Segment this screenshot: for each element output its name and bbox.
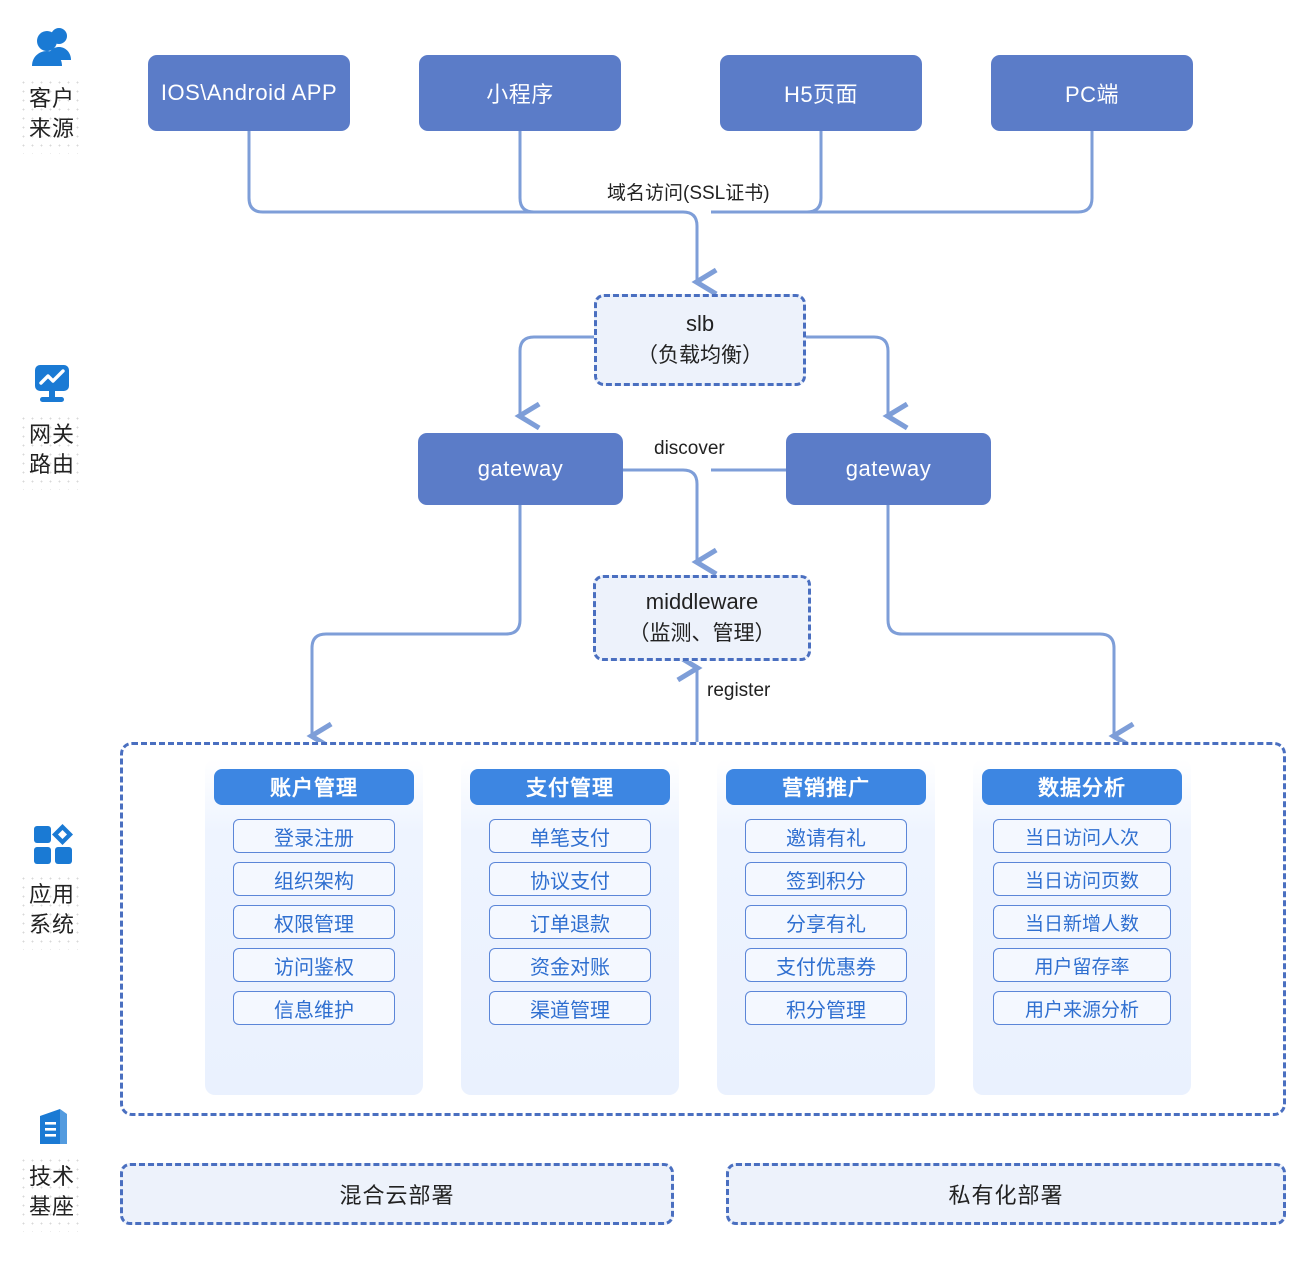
slb-title: slb (685, 311, 715, 336)
app-item[interactable]: 支付优惠券 (745, 948, 907, 982)
rail-label: 应用 系统 (18, 874, 85, 950)
app-column-payment: 支付管理 单笔支付 协议支付 订单退款 资金对账 渠道管理 (461, 759, 679, 1095)
app-item[interactable]: 访问鉴权 (233, 948, 395, 982)
middleware-title: middleware (645, 589, 759, 614)
client-box-pc[interactable]: PC端 (991, 55, 1193, 131)
app-item[interactable]: 渠道管理 (489, 991, 651, 1025)
people-icon (32, 28, 71, 66)
app-item[interactable]: 订单退款 (489, 905, 651, 939)
rail-item-customer-source: 客户 来源 (6, 22, 98, 154)
gateway-node-left[interactable]: gateway (418, 433, 623, 505)
app-item[interactable]: 分享有礼 (745, 905, 907, 939)
edge-label-domain-access: 域名访问(SSL证书) (607, 183, 770, 204)
client-box-ios-android-app[interactable]: IOS\Android APP (148, 55, 350, 131)
app-item[interactable]: 信息维护 (233, 991, 395, 1025)
app-item[interactable]: 资金对账 (489, 948, 651, 982)
app-column-header[interactable]: 营销推广 (726, 769, 926, 805)
gateway-node-right[interactable]: gateway (786, 433, 991, 505)
app-item[interactable]: 登录注册 (233, 819, 395, 853)
edge-label-register: register (707, 680, 771, 701)
app-column-marketing: 营销推广 邀请有礼 签到积分 分享有礼 支付优惠券 积分管理 (717, 759, 935, 1095)
app-column-header[interactable]: 账户管理 (214, 769, 414, 805)
app-column-header[interactable]: 支付管理 (470, 769, 670, 805)
monitor-chart-icon (35, 365, 69, 402)
app-item[interactable]: 组织架构 (233, 862, 395, 896)
app-grid-icon (34, 824, 73, 864)
app-item[interactable]: 签到积分 (745, 862, 907, 896)
deployment-box-hybrid-cloud[interactable]: 混合云部署 (120, 1163, 674, 1225)
middleware-node[interactable]: middleware （监测、管理） (593, 575, 811, 661)
rail-label: 客户 来源 (18, 78, 85, 154)
app-item[interactable]: 当日访问页数 (993, 862, 1171, 896)
client-box-miniprogram[interactable]: 小程序 (419, 55, 621, 131)
app-column-items: 邀请有礼 签到积分 分享有礼 支付优惠券 积分管理 (717, 819, 935, 1025)
rail-item-gateway-route: 网关 路由 (6, 358, 98, 490)
app-item[interactable]: 权限管理 (233, 905, 395, 939)
app-item[interactable]: 协议支付 (489, 862, 651, 896)
slb-subtitle: （负载均衡） (637, 344, 763, 367)
deployment-box-private[interactable]: 私有化部署 (726, 1163, 1286, 1225)
middleware-subtitle: （监测、管理） (628, 622, 776, 645)
app-column-items: 登录注册 组织架构 权限管理 访问鉴权 信息维护 (205, 819, 423, 1025)
client-box-h5-page[interactable]: H5页面 (720, 55, 922, 131)
app-column-items: 单笔支付 协议支付 订单退款 资金对账 渠道管理 (461, 819, 679, 1025)
app-item[interactable]: 当日访问人次 (993, 819, 1171, 853)
edge-label-discover: discover (654, 438, 725, 459)
app-item[interactable]: 当日新增人数 (993, 905, 1171, 939)
app-item[interactable]: 用户留存率 (993, 948, 1171, 982)
rail-label: 技术 基座 (18, 1156, 85, 1232)
rail-label: 网关 路由 (18, 414, 85, 490)
app-item[interactable]: 积分管理 (745, 991, 907, 1025)
slb-node[interactable]: slb （负载均衡） (594, 294, 806, 386)
rail-item-technical-base: 技术 基座 (6, 1100, 98, 1232)
app-item[interactable]: 单笔支付 (489, 819, 651, 853)
building-icon (40, 1109, 67, 1144)
application-system-container: 账户管理 登录注册 组织架构 权限管理 访问鉴权 信息维护 支付管理 单笔支付 … (120, 742, 1286, 1116)
app-item[interactable]: 邀请有礼 (745, 819, 907, 853)
app-column-items: 当日访问人次 当日访问页数 当日新增人数 用户留存率 用户来源分析 (973, 819, 1191, 1025)
app-item[interactable]: 用户来源分析 (993, 991, 1171, 1025)
rail-item-application-system: 应用 系统 (6, 818, 98, 950)
app-column-analytics: 数据分析 当日访问人次 当日访问页数 当日新增人数 用户留存率 用户来源分析 (973, 759, 1191, 1095)
app-column-header[interactable]: 数据分析 (982, 769, 1182, 805)
app-column-account: 账户管理 登录注册 组织架构 权限管理 访问鉴权 信息维护 (205, 759, 423, 1095)
